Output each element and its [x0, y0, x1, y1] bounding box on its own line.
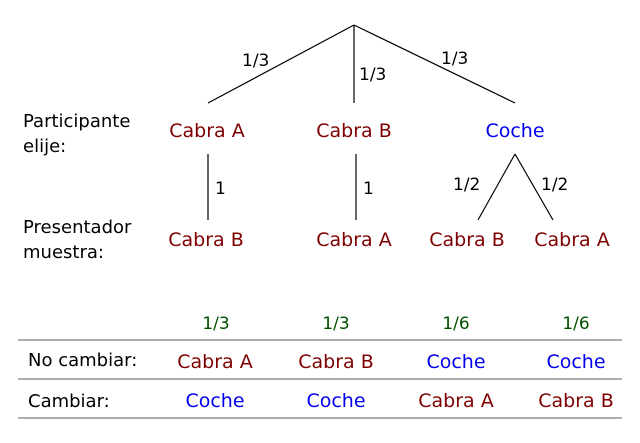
- edge-prob-cabra-b: 1/3: [359, 65, 386, 85]
- edge-prob-host-3: 1/2: [453, 175, 480, 195]
- edge-coche-host-right: [514, 153, 554, 221]
- host-node-2: Cabra A: [316, 229, 391, 251]
- tree-edges: [207, 24, 554, 221]
- participant-choices: Cabra A Cabra B Coche: [169, 120, 544, 142]
- host-node-3: Cabra B: [429, 229, 505, 251]
- edge-prob-host-1: 1: [215, 179, 226, 199]
- choice-node-2: Cabra B: [316, 120, 392, 142]
- edge-coche-host-left: [477, 153, 516, 221]
- participant-label-line2: elije:: [23, 136, 66, 157]
- leaf-prob-4: 1/6: [562, 314, 589, 334]
- outcome-cell: Cabra A: [177, 351, 252, 373]
- leaf-prob-2: 1/3: [322, 314, 349, 334]
- row-label-stay: No cambiar:: [28, 350, 137, 371]
- host-label-line1: Presentador: [23, 217, 132, 238]
- choice-node-3: Coche: [485, 120, 544, 142]
- edge-root-cabra-a: [207, 24, 355, 104]
- participant-label-line1: Participante: [23, 111, 130, 132]
- outcome-cell: Coche: [306, 390, 365, 412]
- row-label-switch: Cambiar:: [28, 391, 110, 412]
- host-node-1: Cabra B: [168, 229, 244, 251]
- edge-root-coche: [353, 24, 516, 104]
- outcome-cell: Cabra B: [538, 390, 614, 412]
- leaf-prob-3: 1/6: [442, 314, 469, 334]
- table-row-stay: No cambiar: Cabra A Cabra B Coche Coche: [28, 350, 606, 373]
- edge-prob-coche: 1/3: [441, 49, 468, 69]
- host-reveals: Cabra B Cabra A Cabra B Cabra A: [168, 229, 609, 251]
- outcome-cell: Coche: [426, 351, 485, 373]
- outcome-cell: Cabra B: [298, 351, 374, 373]
- table-rules: [18, 339, 622, 419]
- level2-probabilities: 1 1 1/2 1/2: [215, 175, 568, 199]
- host-node-4: Cabra A: [534, 229, 609, 251]
- edge-prob-host-2: 1: [363, 179, 374, 199]
- outcome-cell: Coche: [185, 390, 244, 412]
- outcome-cell: Cabra A: [418, 390, 493, 412]
- outcome-cell: Coche: [546, 351, 605, 373]
- edge-prob-host-4: 1/2: [541, 175, 568, 195]
- choice-node-1: Cabra A: [169, 120, 244, 142]
- edge-prob-cabra-a: 1/3: [242, 51, 269, 71]
- row-labels: Participante elije: Presentador muestra:: [23, 111, 132, 263]
- leaf-prob-1: 1/3: [202, 314, 229, 334]
- level1-probabilities: 1/3 1/3 1/3: [242, 49, 468, 85]
- table-row-switch: Cambiar: Coche Coche Cabra A Cabra B: [28, 390, 614, 412]
- host-label-line2: muestra:: [23, 242, 104, 263]
- leaf-probabilities: 1/3 1/3 1/6 1/6: [202, 314, 589, 334]
